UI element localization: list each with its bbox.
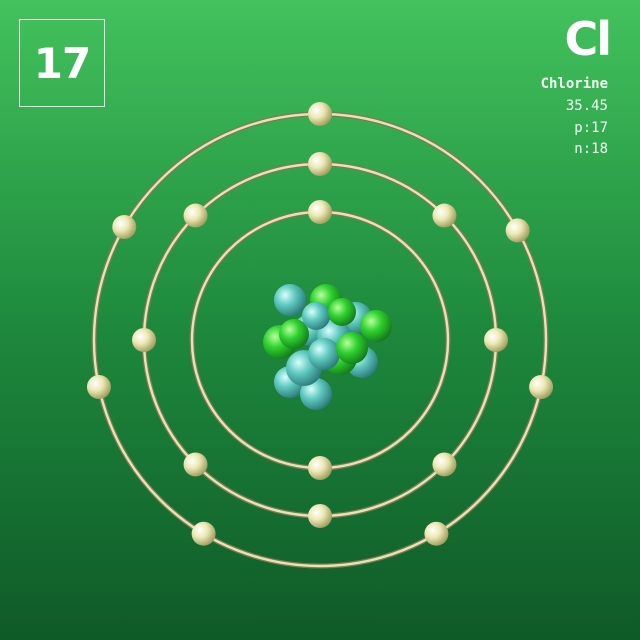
atomic-number-box: 17 [19, 19, 105, 107]
electron-shell2-1 [308, 152, 332, 176]
atomic-number: 17 [33, 38, 91, 88]
electron-shell3-5 [191, 521, 216, 546]
electron-shell3-4 [424, 521, 449, 546]
neutron-2 [300, 378, 332, 410]
electrons-layer [86, 102, 554, 546]
proton-4 [360, 310, 392, 342]
neutron-9 [308, 338, 340, 370]
element-name: Chlorine [540, 76, 608, 92]
electron-shell2-3 [484, 328, 508, 352]
element-symbol: Cl [564, 12, 612, 66]
electron-shell2-7 [132, 328, 156, 352]
electron-shell2-8 [183, 203, 208, 228]
electron-shell3-3 [529, 374, 554, 399]
proton-6 [336, 332, 368, 364]
nucleus [263, 284, 392, 410]
electron-shell3-6 [86, 374, 111, 399]
electron-shell1-1 [308, 200, 332, 224]
electron-shell2-4 [432, 452, 457, 477]
atomic-mass: 35.45 [565, 98, 608, 114]
electron-shell3-2 [505, 218, 530, 243]
electron-shell1-2 [308, 456, 332, 480]
proton-7 [328, 298, 356, 326]
proton-5 [279, 319, 309, 349]
electron-shell2-5 [308, 504, 332, 528]
electron-shell2-2 [432, 203, 457, 228]
neutron-count: n:18 [574, 141, 608, 157]
electron-shell2-6 [183, 452, 208, 477]
electron-shell3-1 [308, 102, 332, 126]
electron-shell3-7 [112, 215, 137, 239]
neutron-5 [274, 284, 306, 316]
neutron-10 [302, 302, 330, 330]
proton-count: p:17 [574, 120, 608, 136]
